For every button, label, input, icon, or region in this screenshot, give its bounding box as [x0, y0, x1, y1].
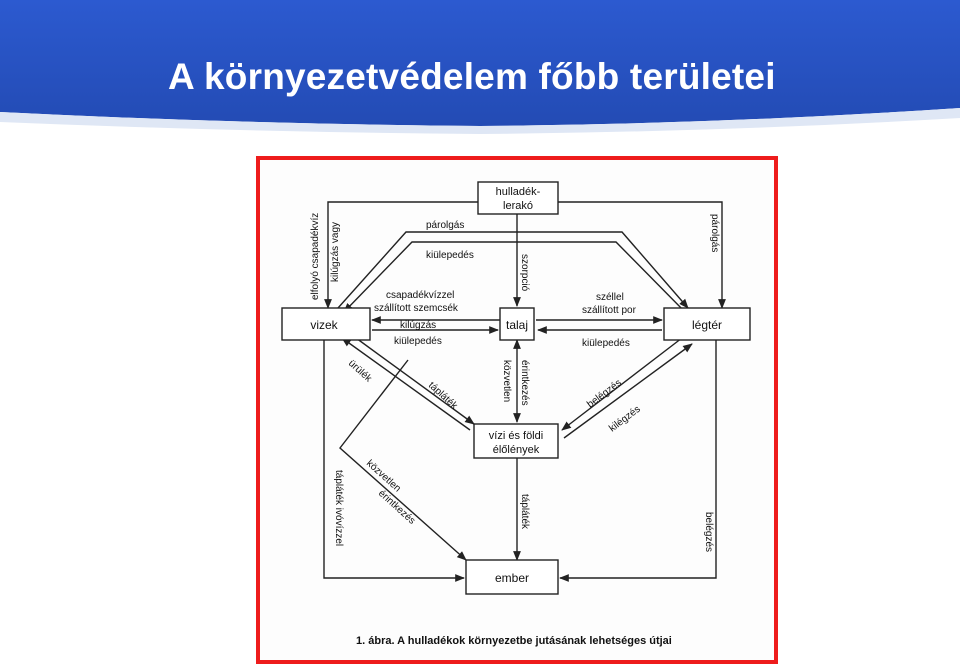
edge-evaporation-top: [337, 231, 689, 309]
label-evaporation-top: párolgás: [426, 220, 464, 231]
edge-inhalation: [561, 337, 683, 431]
label-excrement: ürülék: [346, 358, 374, 385]
label-sorption: szorpció: [519, 254, 530, 292]
label-settling-top: kiülepedés: [426, 250, 474, 261]
node-organisms-label-2: élőlények: [493, 444, 540, 456]
label-rain-particles-2: szállított szemcsék: [374, 303, 459, 314]
figure-caption: 1. ábra. A hulladékok környezetbe jutásá…: [356, 635, 672, 647]
label-leaching: kilúgzás: [400, 320, 436, 331]
edge-direct-contact: [339, 359, 467, 561]
label-inhalation-right: belégzés: [703, 512, 714, 552]
connector-lines: [323, 201, 726, 582]
edge-exhalation: [563, 343, 693, 439]
label-wind-dust-1: széllel: [596, 292, 624, 303]
edge-excrement: [341, 337, 471, 431]
node-waters-label: vizek: [310, 318, 338, 332]
label-settling-right: kiülepedés: [582, 338, 630, 349]
label-food-drinking-water: tápláték ivóvízzel: [333, 470, 344, 546]
node-landfill-label-1: hulladék-: [496, 186, 541, 198]
label-rain-particles-1: csapadékvízzel: [386, 290, 454, 301]
label-direct-contact-4: érintkezés: [376, 488, 417, 527]
node-human-label: ember: [495, 571, 529, 585]
label-evaporation-right: párolgás: [709, 214, 720, 252]
edge-landfill-to-air: [558, 201, 726, 309]
label-wind-dust-2: szállított por: [582, 305, 637, 316]
node-human: ember: [465, 559, 559, 595]
slide-title: A környezetvédelem főbb területei: [168, 56, 776, 97]
node-landfill: hulladék- lerakó: [477, 181, 559, 215]
node-organisms-label-1: vízi és földi: [489, 430, 543, 442]
label-direct-contact-1: közvetlen: [501, 360, 512, 402]
label-leaching-or: kilúgzás vagy: [330, 222, 341, 282]
node-organisms: vízi és földi élőlények: [473, 423, 559, 459]
node-waters: vizek: [281, 307, 371, 341]
label-settling-left: kiülepedés: [394, 336, 442, 347]
label-direct-contact-2: érintkezés: [519, 360, 530, 406]
title-banner: A környezetvédelem főbb területei: [0, 0, 960, 135]
node-air-label: légtér: [692, 318, 722, 332]
label-inhalation: belégzés: [585, 378, 624, 411]
node-soil-label: talaj: [506, 318, 528, 332]
edge-food-left: [355, 337, 475, 425]
edge-landfill-to-waters-runoff: [324, 201, 478, 309]
banner-shape: [0, 0, 960, 134]
edge-inhalation-right: [559, 338, 717, 582]
label-runoff: elfolyó csapadékvíz: [310, 213, 321, 300]
edge-settling-top: [343, 241, 689, 316]
edge-drinking-water: [323, 338, 465, 582]
waste-pathways-diagram: hulladék- lerakó vizek talaj légtér vízi…: [281, 181, 751, 647]
node-soil: talaj: [499, 307, 535, 341]
label-food-left: tápláték: [426, 380, 460, 412]
label-exhalation: kilégzés: [607, 404, 642, 435]
node-landfill-label-2: lerakó: [503, 200, 533, 212]
node-air: légtér: [663, 307, 751, 341]
diagram-frame: hulladék- lerakó vizek talaj légtér vízi…: [256, 156, 778, 664]
label-food-center: tápláték: [519, 494, 530, 530]
